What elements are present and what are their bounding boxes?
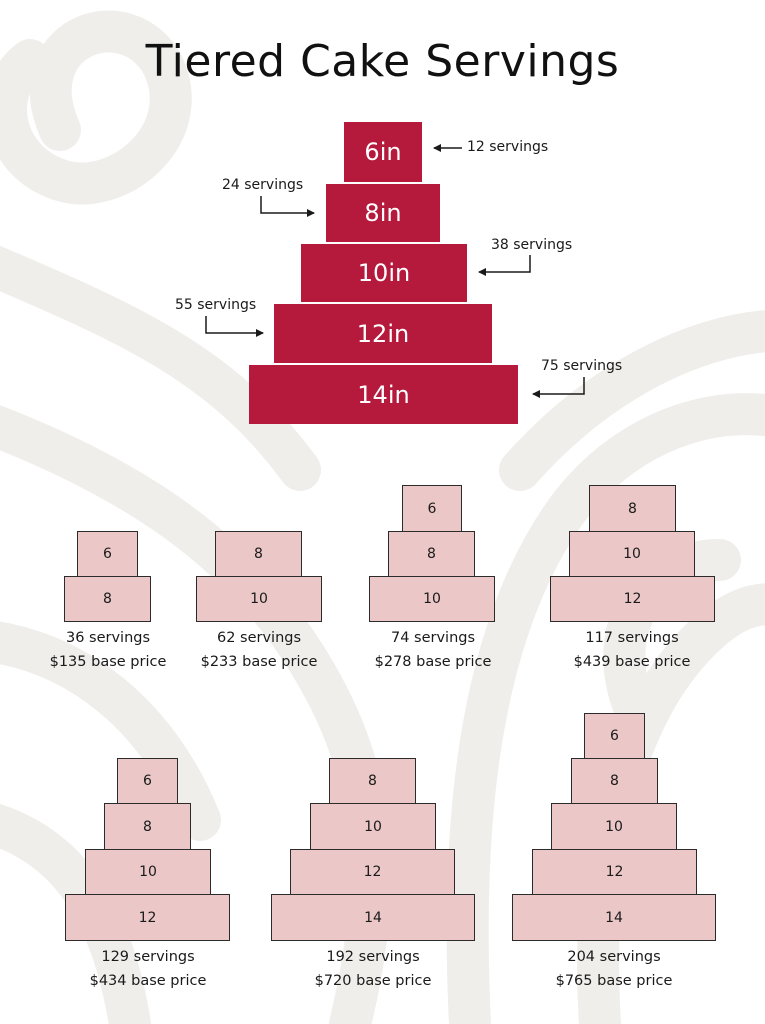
combo-tier-size: 12: [138, 909, 157, 926]
combo-caption: 192 servings $720 base price: [298, 945, 448, 993]
combo-tier: 12: [290, 849, 455, 895]
combo-servings: 117 servings: [585, 630, 679, 646]
combo-tier: 10: [569, 531, 695, 577]
combo-servings: 129 servings: [101, 949, 195, 965]
combo-tier: 6: [117, 758, 178, 804]
combo-tier-size: 14: [364, 909, 382, 926]
combo-caption: 117 servings $439 base price: [557, 626, 707, 674]
combo-tier-size: 6: [610, 728, 619, 744]
combo-tier: 14: [271, 894, 475, 941]
combo-tier: 10: [369, 576, 495, 622]
combo-tier: 8: [215, 531, 302, 577]
combo-tier-size: 10: [250, 591, 268, 607]
combo-tier-size: 8: [610, 773, 619, 789]
combo-tier-size: 6: [427, 500, 437, 517]
combo-tier-size: 14: [605, 909, 623, 926]
tier-size-label: 10in: [357, 259, 411, 287]
combo-tier: 6: [77, 531, 138, 577]
combo-tier: 10: [551, 803, 677, 850]
combo-caption: 129 servings $434 base price: [73, 945, 223, 993]
combo-tier: 6: [584, 713, 645, 759]
main-cake-tier-10in: 10in: [301, 244, 467, 302]
combo-servings: 62 servings: [216, 630, 302, 646]
combo-caption: 204 servings $765 base price: [539, 945, 689, 993]
combo-tier-size: 8: [254, 546, 263, 562]
servings-label-12in: 55 servings: [175, 297, 257, 313]
combo-price: $720 base price: [314, 973, 432, 989]
combo-servings: 74 servings: [390, 630, 476, 646]
tier-size-label: 8in: [364, 199, 402, 227]
combo-tier-size: 6: [103, 546, 112, 562]
combo-price: $765 base price: [555, 973, 673, 989]
combo-tier-size: 8: [103, 591, 112, 607]
combo-tier-size: 12: [623, 591, 642, 607]
combo-tier-size: 12: [363, 864, 382, 880]
combo-caption: 62 servings $233 base price: [184, 626, 334, 674]
combo-tier-size: 8: [427, 546, 436, 562]
main-cake-tier-6in: 6in: [344, 122, 422, 182]
combo-price: $439 base price: [573, 654, 691, 670]
combo-tier: 8: [64, 576, 151, 622]
combo-tier: 8: [329, 758, 416, 804]
combo-tier: 12: [65, 894, 230, 941]
combo-servings: 192 servings: [326, 949, 420, 965]
combo-tier-size: 10: [605, 818, 623, 835]
combo-tier-size: 10: [423, 591, 441, 607]
combo-tier-size: 8: [368, 773, 377, 789]
combo-tier: 6: [402, 485, 462, 532]
combo-tier: 14: [512, 894, 716, 941]
combo-tier-size: 10: [623, 546, 641, 562]
combo-price: $233 base price: [200, 654, 318, 670]
combo-tier: 10: [85, 849, 211, 895]
main-cake-tier-14in: 14in: [249, 365, 518, 424]
combo-tier-size: 8: [628, 500, 637, 517]
combo-tier-size: 10: [364, 818, 382, 835]
tier-size-label: 12in: [356, 319, 410, 348]
combo-price: $135 base price: [49, 654, 167, 670]
servings-label-14in: 75 servings: [541, 358, 623, 374]
combo-tier: 8: [589, 485, 676, 532]
servings-label-10in: 38 servings: [491, 237, 573, 253]
tier-size-label: 6in: [364, 138, 402, 166]
combo-servings: 204 servings: [567, 949, 661, 965]
combo-tier: 12: [550, 576, 715, 622]
combo-caption: 36 servings $135 base price: [38, 626, 178, 674]
page-title: Tiered Cake Servings: [145, 36, 620, 87]
combo-tier-size: 8: [143, 818, 152, 835]
combo-price: $434 base price: [89, 973, 207, 989]
combo-tier-size: 6: [143, 773, 152, 789]
combo-price: $278 base price: [374, 654, 492, 670]
combo-tier-size: 10: [139, 864, 157, 880]
combo-caption: 74 servings $278 base price: [358, 626, 508, 674]
combo-tier: 8: [104, 803, 191, 850]
main-cake-tier-12in: 12in: [274, 304, 492, 363]
main-cake-tier-8in: 8in: [326, 184, 440, 242]
combo-tier: 12: [532, 849, 697, 895]
combo-servings: 36 servings: [65, 630, 151, 646]
tier-size-label: 14in: [357, 380, 410, 409]
combo-tier: 10: [196, 576, 322, 622]
combo-tier: 8: [388, 531, 475, 577]
combo-tier: 8: [571, 758, 658, 804]
servings-label-6in: 12 servings: [467, 139, 549, 155]
combo-tier: 10: [310, 803, 436, 850]
servings-label-8in: 24 servings: [222, 177, 304, 193]
combo-tier-size: 12: [605, 864, 624, 880]
